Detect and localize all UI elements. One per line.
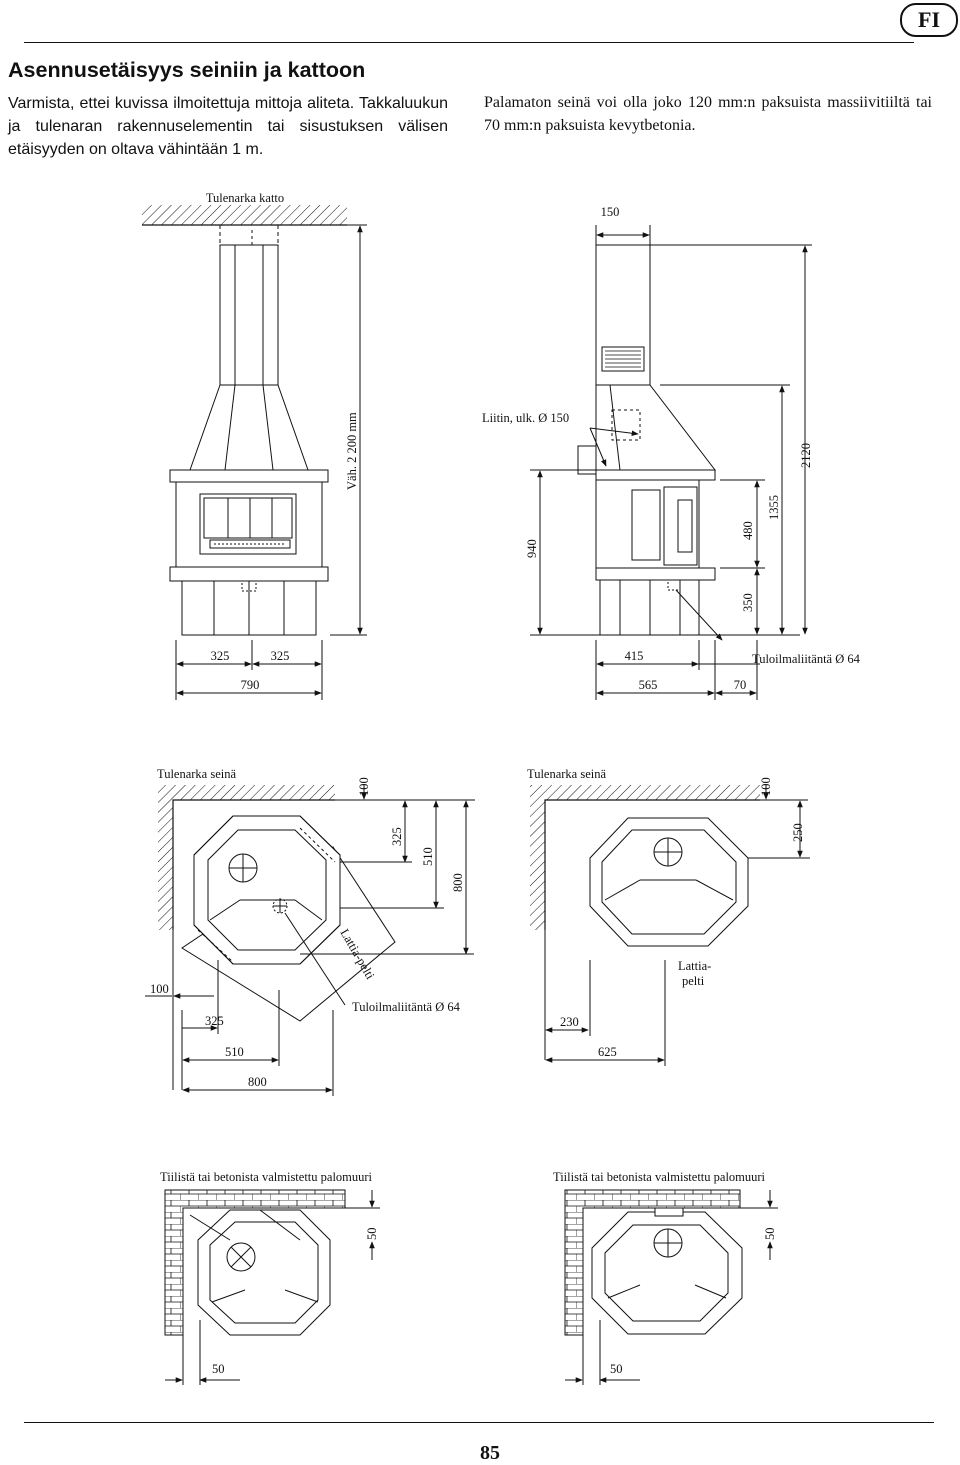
connector-label: Liitin, ulk. Ø 150 bbox=[482, 411, 569, 425]
corner-dim-325-v: 325 bbox=[390, 827, 404, 846]
wall-dim-250: 250 bbox=[791, 823, 805, 842]
corner-dim-800-v: 800 bbox=[451, 873, 465, 892]
language-badge: FI bbox=[900, 3, 958, 37]
firewall-wall-dim-h: 50 bbox=[610, 1362, 623, 1376]
header-rule bbox=[24, 42, 914, 43]
footer-rule bbox=[24, 1422, 934, 1423]
side-dim-940: 940 bbox=[525, 539, 539, 558]
wall-floor-plate-2: pelti bbox=[682, 974, 705, 988]
wall-dim-100: 100 bbox=[759, 777, 773, 796]
corner-dim-325-h: 325 bbox=[205, 1014, 224, 1028]
corner-dim-510-h: 510 bbox=[225, 1045, 244, 1059]
firewall-wall bbox=[564, 1189, 778, 1385]
wall-dim-230: 230 bbox=[560, 1015, 579, 1029]
corner-dim-100-left: 100 bbox=[150, 982, 169, 996]
page-number: 85 bbox=[480, 1442, 500, 1464]
firewall-corner bbox=[164, 1189, 380, 1385]
wall-floor-plate-1: Lattia- bbox=[678, 959, 711, 973]
corner-wall-label: Tulenarka seinä bbox=[157, 767, 236, 781]
wall-firebox-outline bbox=[589, 817, 749, 947]
side-dim-565: 565 bbox=[639, 678, 658, 692]
intro-paragraph: Varmista, ettei kuvissa ilmoitettuja mit… bbox=[8, 95, 448, 158]
corner-dim-800-h: 800 bbox=[248, 1075, 267, 1089]
front-chimney bbox=[219, 244, 279, 386]
min-height-label: Väh. 2 200 mm bbox=[345, 412, 359, 490]
side-dim-2120: 2120 bbox=[799, 443, 813, 468]
firewall-corner-firebox bbox=[197, 1209, 331, 1336]
firewall-wall-firebox bbox=[591, 1211, 743, 1335]
page-title: Asennusetäisyys seiniin ja kattoon bbox=[8, 58, 366, 82]
side-dim-415: 415 bbox=[625, 649, 644, 663]
front-hood bbox=[189, 384, 309, 471]
front-glass-door bbox=[199, 493, 297, 555]
firewall-corner-dim-h: 50 bbox=[212, 1362, 225, 1376]
side-dim-350: 350 bbox=[741, 593, 755, 612]
wall-dim-625: 625 bbox=[598, 1045, 617, 1059]
side-vent-grille bbox=[601, 346, 645, 372]
side-chimney bbox=[595, 244, 651, 386]
corner-dim-100-top: 100 bbox=[357, 777, 371, 796]
ceiling-hatch bbox=[142, 205, 347, 225]
side-dim-1355: 1355 bbox=[767, 495, 781, 520]
side-dim-150: 150 bbox=[601, 205, 620, 219]
front-dim-total: 790 bbox=[241, 678, 260, 692]
corner-dim-510-v: 510 bbox=[421, 847, 435, 866]
wall-note-paragraph: Palamaton seinä voi olla joko 120 mm:n p… bbox=[484, 94, 932, 134]
firewall-corner-label: Tiilistä tai betonista valmistettu palom… bbox=[160, 1170, 373, 1184]
side-view bbox=[530, 225, 812, 700]
corner-firebox-outline bbox=[193, 815, 341, 965]
corner-air-inlet-label: Tuloilmaliitäntä Ø 64 bbox=[352, 1000, 461, 1014]
corner-plan bbox=[145, 785, 475, 1096]
wall-plan bbox=[530, 785, 810, 1066]
ceiling-label: Tulenarka katto bbox=[206, 191, 284, 205]
wall-wall-label: Tulenarka seinä bbox=[527, 767, 606, 781]
front-dim-right: 325 bbox=[271, 649, 290, 663]
front-view bbox=[142, 205, 367, 700]
side-air-inlet-label: Tuloilmaliitäntä Ø 64 bbox=[752, 652, 861, 666]
firewall-wall-dim-v: 50 bbox=[763, 1228, 777, 1241]
side-hood bbox=[595, 384, 717, 471]
firewall-wall-label: Tiilistä tai betonista valmistettu palom… bbox=[553, 1170, 766, 1184]
side-dim-480: 480 bbox=[741, 521, 755, 540]
front-dim-left: 325 bbox=[211, 649, 230, 663]
connector-outline bbox=[611, 409, 641, 441]
firewall-corner-dim-v: 50 bbox=[365, 1228, 379, 1241]
side-dim-70: 70 bbox=[734, 678, 747, 692]
